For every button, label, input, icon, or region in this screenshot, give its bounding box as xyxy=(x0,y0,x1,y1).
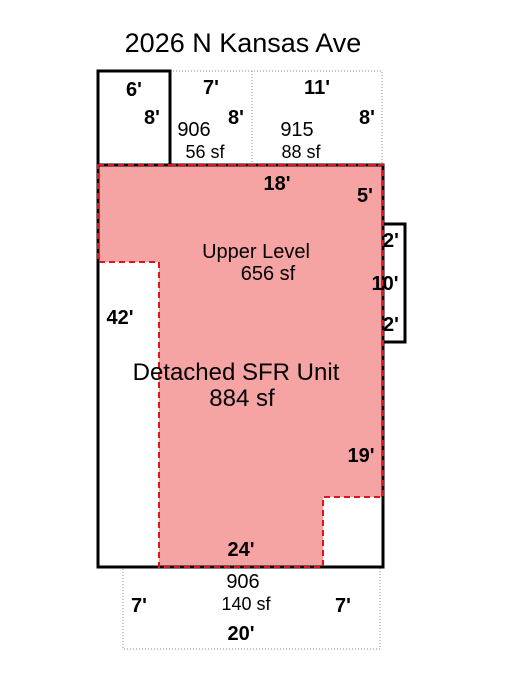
dim-bump-mid: 10' xyxy=(371,273,398,295)
living-area-dashed-outline xyxy=(97,164,384,568)
dim-bottom-porch-width: 20' xyxy=(227,623,254,645)
dim-top-left-width: 6' xyxy=(126,79,142,101)
area-915-code: 915 xyxy=(280,119,313,141)
dim-bottom-width: 24' xyxy=(227,539,254,561)
dim-top-left-depth: 8' xyxy=(144,107,160,129)
unit-name: Detached SFR Unit xyxy=(133,359,340,386)
upper-level-area: 656 sf xyxy=(241,263,296,285)
right-bump-out xyxy=(383,222,407,344)
dim-upper-right-offset: 5' xyxy=(357,185,373,207)
dim-bump-top: 2' xyxy=(383,230,399,252)
dim-bottom-right-depth: 7' xyxy=(335,595,351,617)
unit-area: 884 sf xyxy=(209,385,275,412)
dim-top-mid-width: 7' xyxy=(203,77,219,99)
dim-left-depth: 42' xyxy=(106,307,133,329)
upper-level-name: Upper Level xyxy=(202,241,310,263)
living-area-fill xyxy=(98,165,383,567)
dim-top-mid-depth: 8' xyxy=(228,107,244,129)
dim-bottom-left-depth: 7' xyxy=(131,595,147,617)
dim-upper-width: 18' xyxy=(263,173,290,195)
area-915-sf: 88 sf xyxy=(281,142,321,162)
area-906-bottom-sf: 140 sf xyxy=(221,594,271,614)
sketch-title: 2026 N Kansas Ave xyxy=(125,28,362,58)
area-906-bottom-code: 906 xyxy=(226,571,259,593)
dim-top-right-width: 11' xyxy=(304,77,330,99)
area-906-top-code: 906 xyxy=(177,119,210,141)
bottom-porch-outline xyxy=(122,566,381,650)
area-906-top-sf: 56 sf xyxy=(185,142,225,162)
dim-bump-bottom: 2' xyxy=(383,314,399,336)
dim-top-right-depth: 8' xyxy=(359,107,375,129)
dim-right-depth: 19' xyxy=(347,445,374,467)
